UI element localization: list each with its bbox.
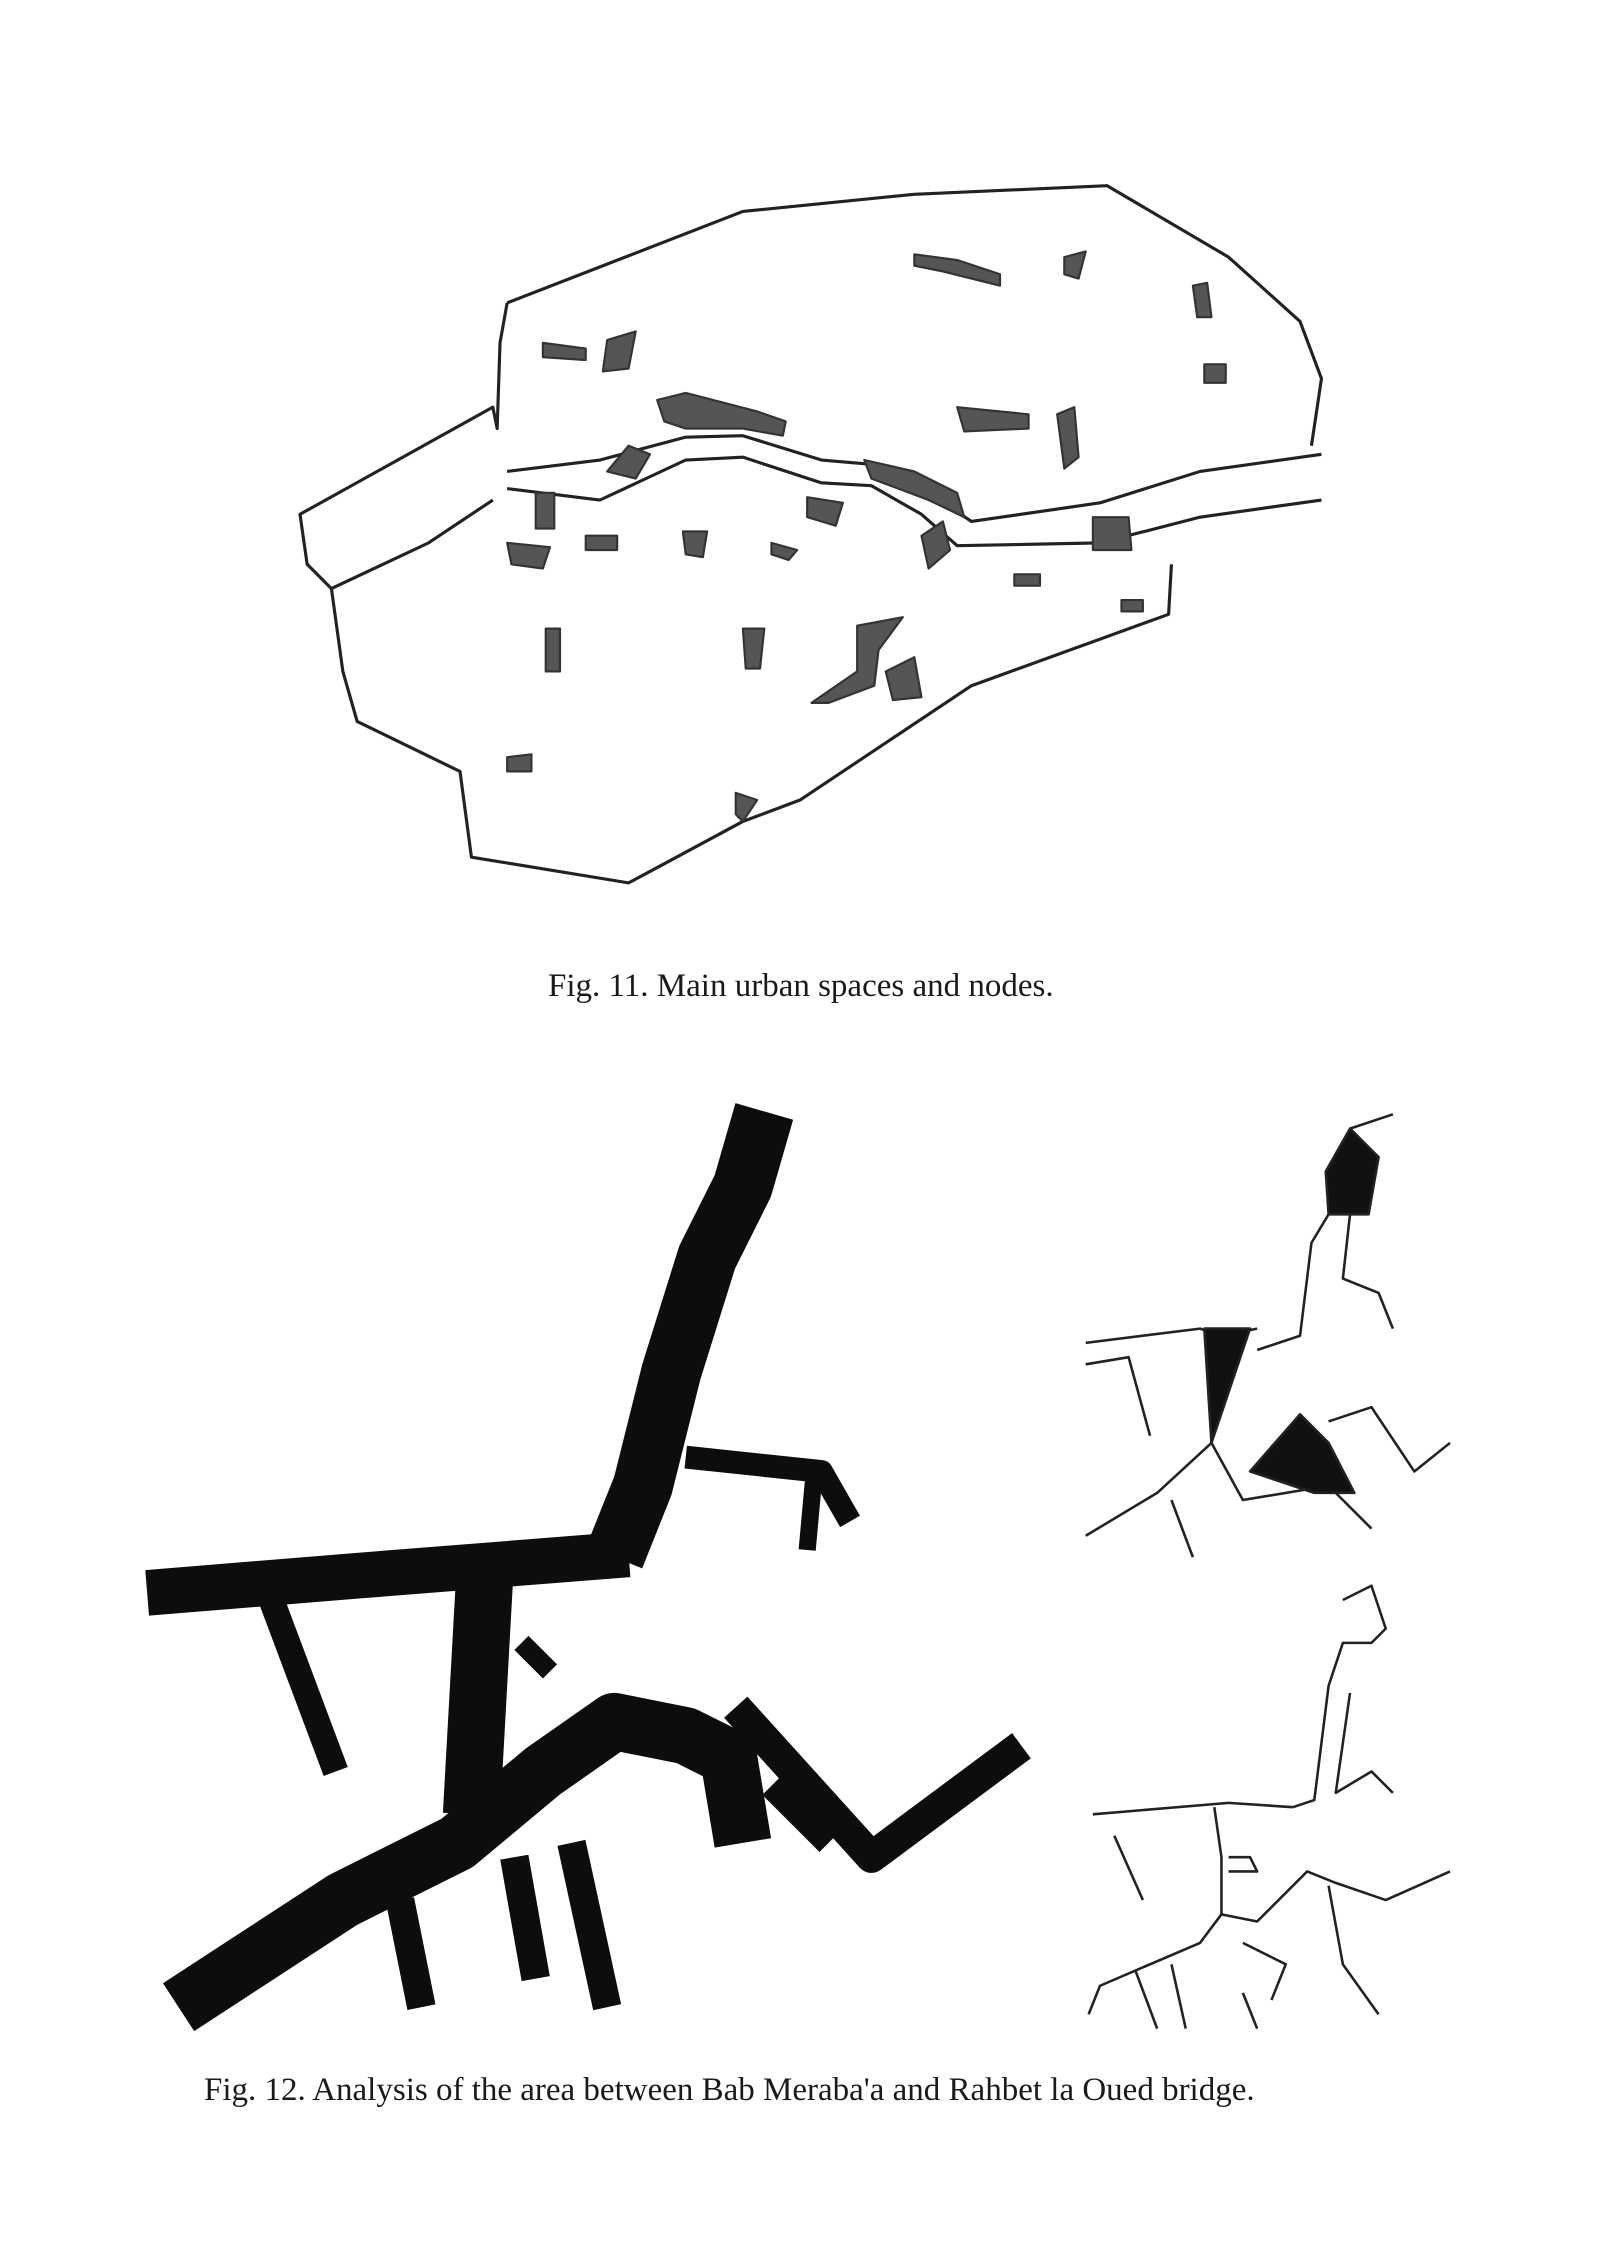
river-edge-south bbox=[506, 455, 1322, 548]
figure-12-diagram-top bbox=[1085, 1113, 1451, 1558]
urban-nodes bbox=[506, 250, 1227, 823]
figure-12-diagram-bottom bbox=[1087, 1584, 1451, 2030]
figure-12-caption: Fig. 12. Analysis of the area between Ba… bbox=[204, 2072, 1255, 2108]
figure-12-street-network bbox=[145, 1103, 1031, 2032]
city-wall-outline-south bbox=[329, 498, 1174, 885]
city-wall-outline bbox=[506, 184, 1324, 446]
figure-11-caption: Fig. 11. Main urban spaces and nodes. bbox=[548, 968, 1054, 1004]
